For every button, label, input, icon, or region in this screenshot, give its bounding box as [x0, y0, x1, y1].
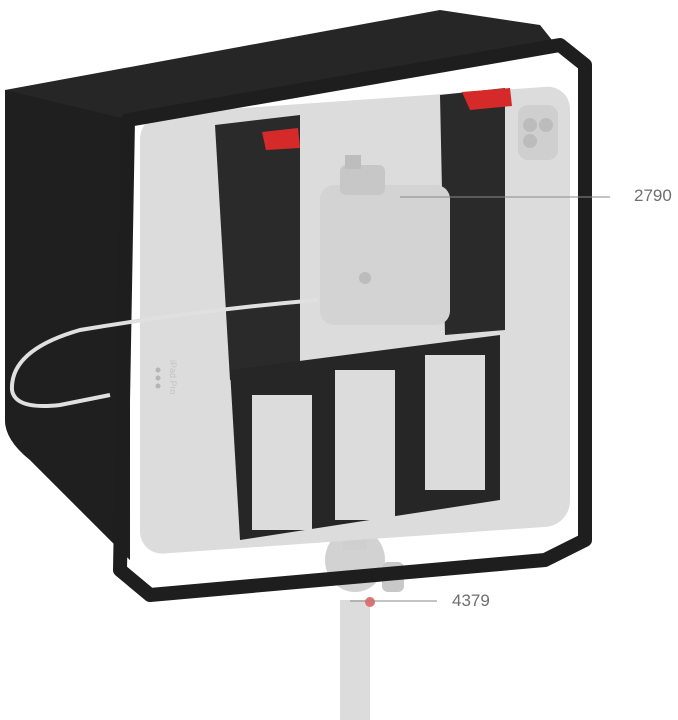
- battery-box: [320, 155, 450, 325]
- callout-label-4379: 4379: [452, 591, 490, 610]
- callout-label-2790: 2790: [634, 186, 672, 205]
- red-knobs: [262, 88, 512, 150]
- cage-frame: [113, 38, 592, 602]
- sun-hood: [5, 10, 560, 560]
- usb-cable: [9, 298, 319, 408]
- tripod-stand: [325, 520, 404, 720]
- mounting-plates: [215, 88, 505, 540]
- device-label: iPad Pro: [168, 360, 178, 395]
